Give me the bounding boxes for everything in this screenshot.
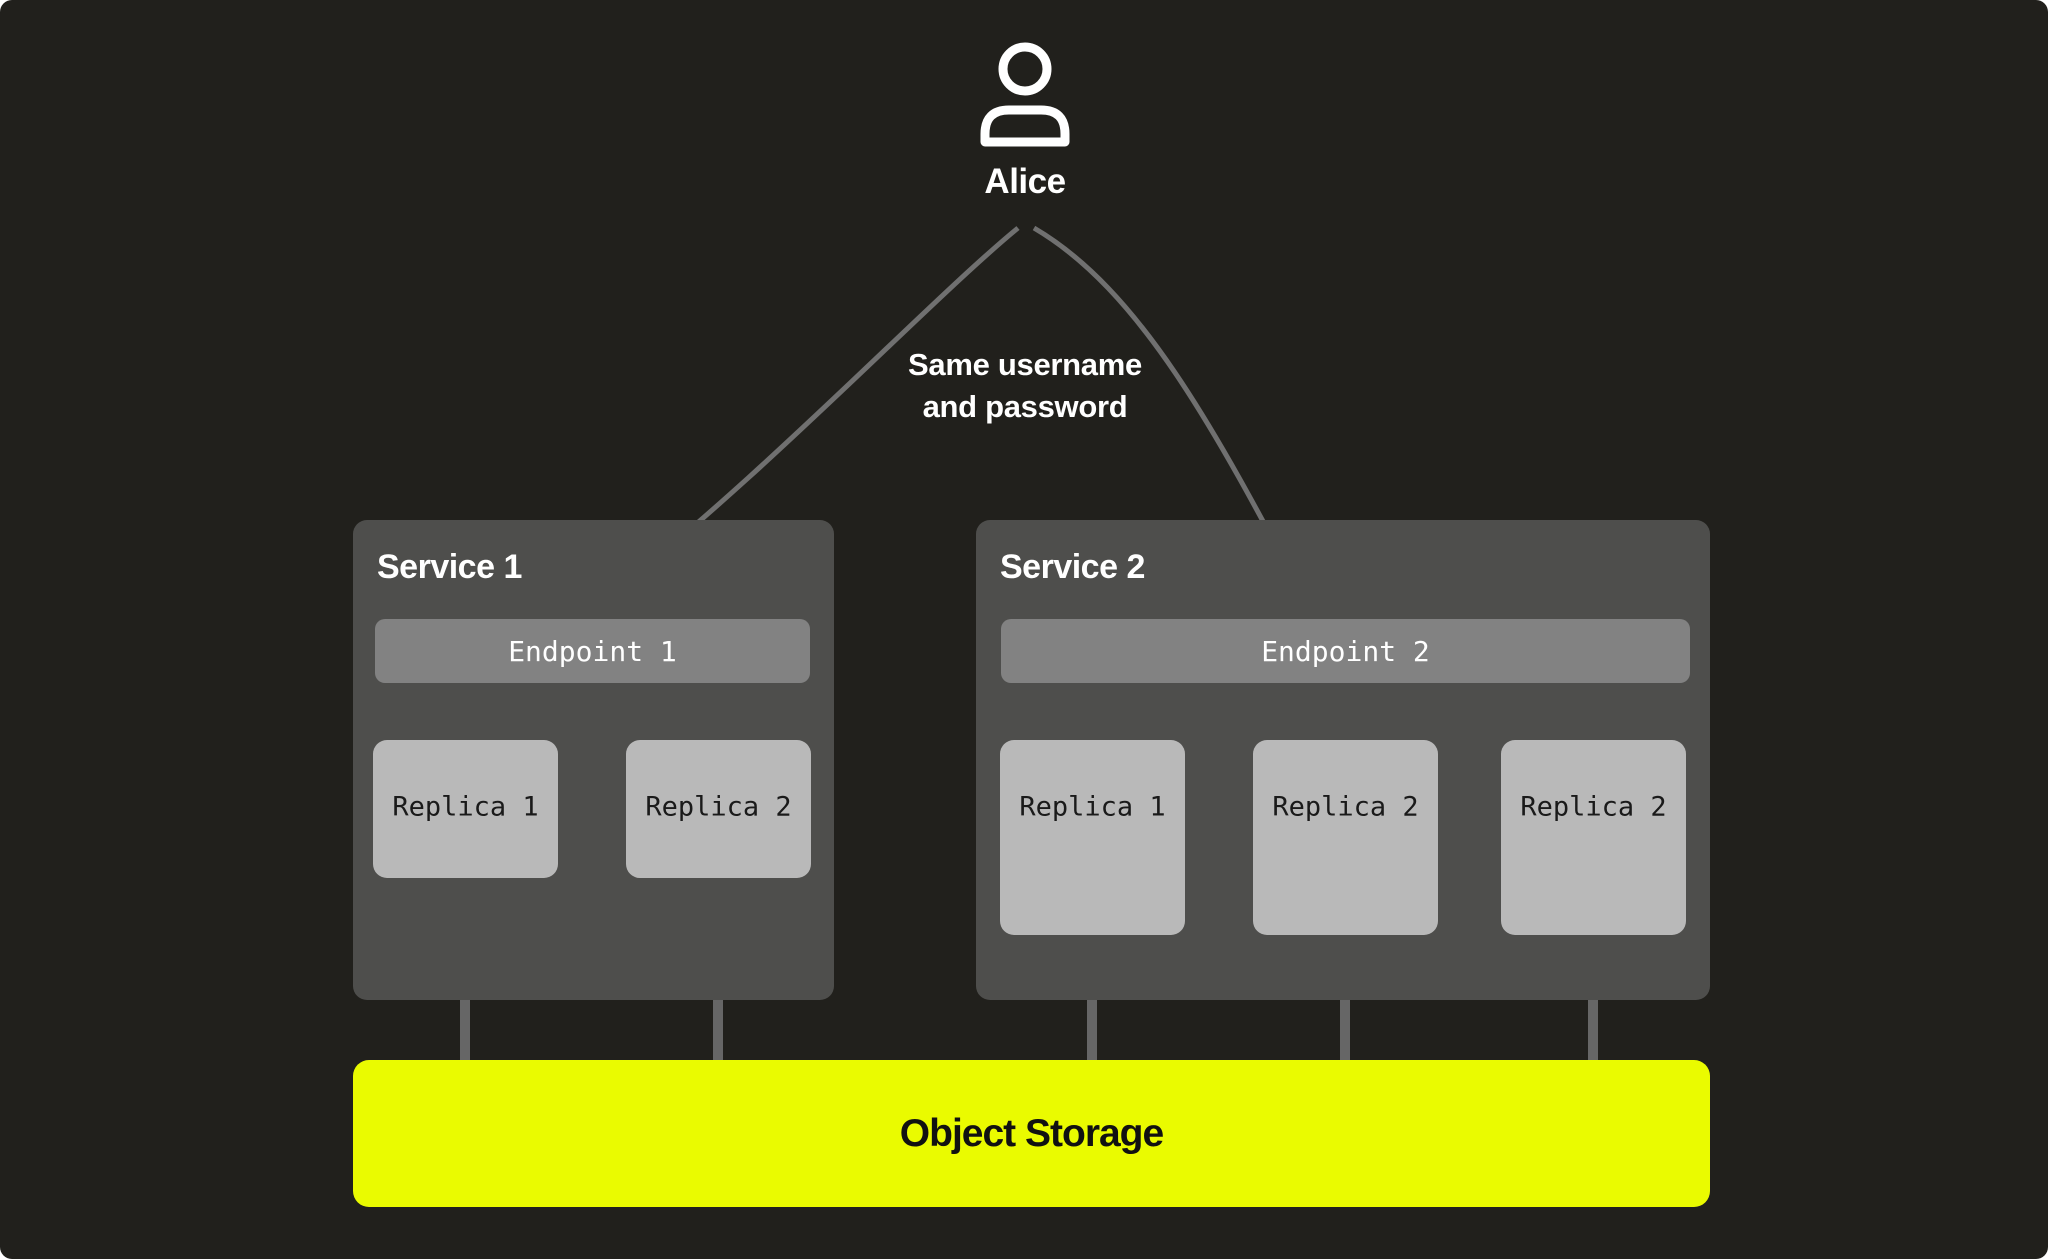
service-1-replica-2: Replica 2 bbox=[626, 740, 811, 878]
endpoint-1: Endpoint 1 bbox=[375, 619, 810, 683]
replica-label: Replica 1 bbox=[1019, 791, 1166, 823]
service-2-box: Service 2 Endpoint 2 Replica 1 Replica 2… bbox=[976, 520, 1710, 1000]
endpoint-2: Endpoint 2 bbox=[1001, 619, 1690, 683]
object-storage-label: Object Storage bbox=[899, 1111, 1164, 1155]
service-2-title: Service 2 bbox=[1000, 548, 1145, 586]
replica-label: Replica 2 bbox=[645, 791, 792, 823]
service-1-replica-1: Replica 1 bbox=[373, 740, 558, 878]
replica-label: Replica 2 bbox=[1520, 791, 1667, 823]
service-2-replica-1: Replica 1 bbox=[1000, 740, 1185, 935]
replica-label: Replica 1 bbox=[392, 791, 539, 823]
credentials-note-line2: and password bbox=[922, 389, 1128, 424]
credentials-note-line1: Same username bbox=[908, 347, 1142, 382]
replica-label: Replica 2 bbox=[1272, 791, 1419, 823]
object-storage-bar: Object Storage bbox=[353, 1060, 1710, 1207]
user-label: Alice bbox=[984, 162, 1066, 201]
service-1-box: Service 1 Endpoint 1 Replica 1 Replica 2 bbox=[353, 520, 834, 1000]
service-2-replica-3: Replica 2 bbox=[1501, 740, 1686, 935]
service-2-replica-2: Replica 2 bbox=[1253, 740, 1438, 935]
service-1-title: Service 1 bbox=[377, 548, 522, 586]
credentials-note: Same username and password bbox=[825, 344, 1225, 428]
person-icon bbox=[980, 42, 1070, 147]
